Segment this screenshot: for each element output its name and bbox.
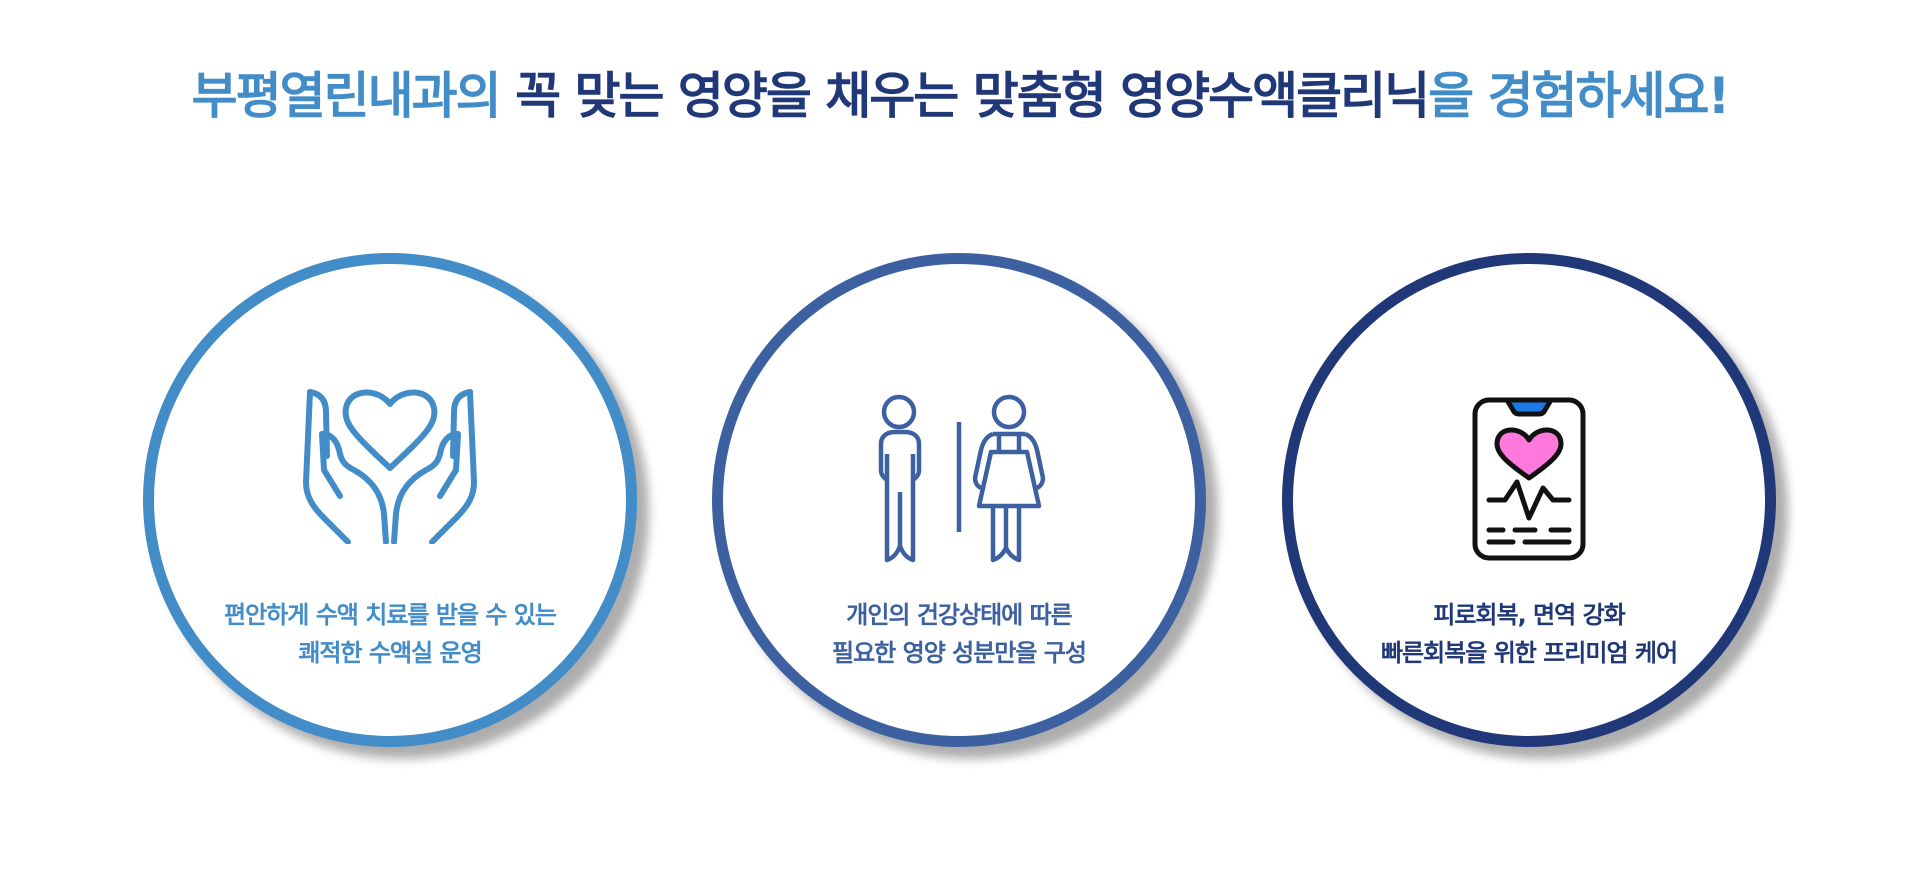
feature-card-personalized-nutrition: 개인의 건강상태에 따른 필요한 영양 성분만을 구성	[712, 253, 1206, 747]
feature-card-premium-care: 피로회복, 면역 강화 빠른회복을 위한 프리미엄 케어	[1282, 253, 1776, 747]
headline-call-to-action: 을 경험하세요!	[1428, 67, 1730, 125]
caption-line-1: 편안하게 수액 치료를 받을 수 있는	[224, 601, 557, 629]
caption-line-2: 빠른회복을 위한 프리미엄 케어	[1380, 639, 1678, 667]
page-headline: 부평열린내과의 꼭 맞는 영양을 채우는 맞춤형 영양수액클리닉을 경험하세요!	[0, 62, 1920, 130]
phone-heart-rate-icon	[1472, 397, 1586, 561]
hands-holding-heart-icon	[303, 389, 477, 544]
caption-line-1: 개인의 건강상태에 따른	[846, 601, 1073, 629]
feature-caption: 피로회복, 면역 강화 빠른회복을 위한 프리미엄 케어	[1293, 596, 1765, 672]
headline-clinic-name: 부평열린내과의	[191, 67, 502, 125]
man-woman-icon	[878, 394, 1046, 563]
feature-caption: 편안하게 수액 치료를 받을 수 있는 쾌적한 수액실 운영	[154, 596, 626, 672]
feature-caption: 개인의 건강상태에 따른 필요한 영양 성분만을 구성	[723, 596, 1195, 672]
caption-line-2: 쾌적한 수액실 운영	[298, 639, 482, 667]
caption-line-1: 피로회복, 면역 강화	[1433, 601, 1625, 629]
caption-line-2: 필요한 영양 성분만을 구성	[832, 639, 1087, 667]
feature-card-comfortable-room: 편안하게 수액 치료를 받을 수 있는 쾌적한 수액실 운영	[143, 253, 637, 747]
headline-service: 꼭 맞는 영양을 채우는 맞춤형 영양수액클리닉	[499, 67, 1430, 125]
